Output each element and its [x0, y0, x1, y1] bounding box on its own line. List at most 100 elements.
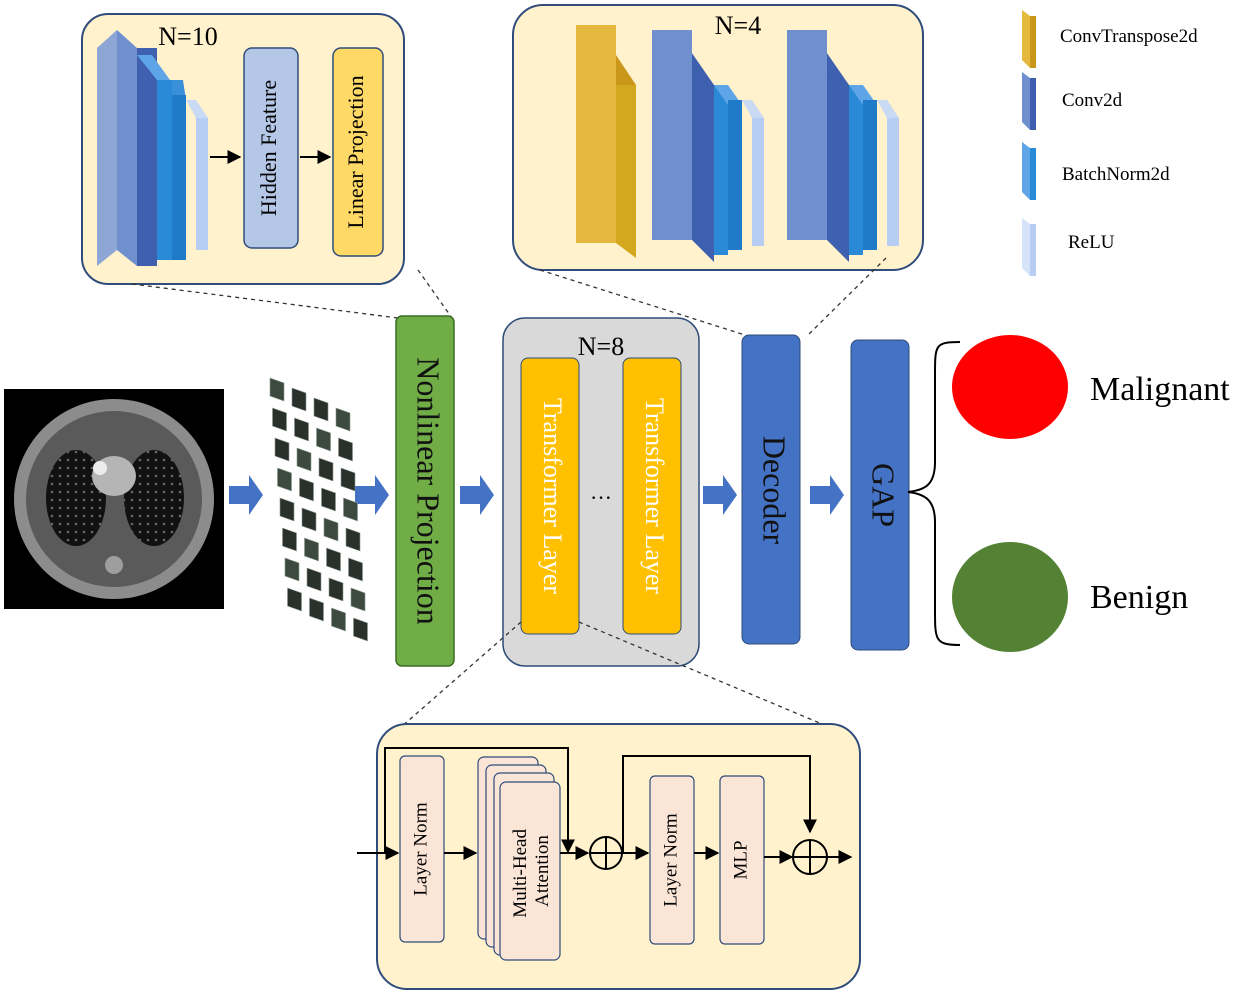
- encoder-conv-stack: [97, 30, 208, 266]
- image-patch: [326, 547, 341, 572]
- legend-item-batchnorm: BatchNorm2d: [1022, 142, 1170, 200]
- legend-swatch-conv2d-side: [1030, 78, 1036, 130]
- image-patch: [282, 527, 297, 552]
- hidden-feature-label: Hidden Feature: [256, 80, 281, 216]
- batchnorm-block: [849, 85, 863, 255]
- legend: ConvTranspose2d Conv2d BatchNorm2d ReLU: [1022, 10, 1198, 276]
- conv2d-block: [652, 30, 692, 240]
- image-patch: [331, 607, 346, 632]
- convtranspose-block-side: [616, 85, 636, 258]
- layer-norm-1-block: [399, 755, 445, 943]
- image-patch: [321, 487, 336, 512]
- legend-label-convtranspose: ConvTranspose2d: [1060, 26, 1198, 47]
- image-patch: [343, 497, 358, 522]
- image-patch: [277, 467, 292, 492]
- image-patch: [304, 537, 319, 562]
- image-patch: [299, 477, 314, 502]
- transformer-ellipsis: ···: [590, 485, 612, 510]
- image-patches-grid: [269, 377, 368, 642]
- legend-item-convtranspose: ConvTranspose2d: [1022, 10, 1198, 68]
- encoder-count-label: N=10: [158, 22, 217, 51]
- flow-arrow-3: [460, 475, 494, 515]
- decoder-block: [741, 334, 801, 645]
- conv2d-block: [117, 30, 137, 266]
- linear-projection-block: [332, 47, 384, 257]
- ct-spine: [105, 556, 123, 574]
- relu-block-top: [186, 100, 208, 118]
- convtranspose-block: [576, 25, 616, 243]
- legend-swatch-batchnorm-side: [1030, 148, 1036, 200]
- ct-scan-image: [4, 389, 224, 609]
- legend-label-relu: ReLU: [1068, 232, 1115, 253]
- attention-line-2: Attention: [532, 835, 553, 907]
- legend-label-batchnorm: BatchNorm2d: [1062, 164, 1170, 185]
- image-patch: [313, 397, 329, 422]
- decoder-count-label: N=4: [715, 11, 761, 40]
- layer-norm-2-block: [649, 775, 695, 945]
- image-patch: [348, 557, 363, 582]
- relu-block: [196, 118, 208, 250]
- ct-left-lung: [46, 450, 106, 546]
- legend-swatch-conv2d: [1022, 72, 1030, 130]
- image-patch: [269, 377, 285, 402]
- ct-vessel: [93, 461, 107, 475]
- benign-label: Benign: [1090, 579, 1188, 616]
- encoder-connector-left: [131, 283, 399, 319]
- image-patch: [301, 507, 317, 532]
- transformer-group: N=8 Transformer Layer ··· Transformer La…: [502, 317, 700, 667]
- conv2d-block-face: [137, 48, 157, 266]
- multi-head-attention-label: Multi-Head Attention: [510, 824, 553, 917]
- flow-arrow-4: [703, 475, 737, 515]
- detail-connector-right: [578, 621, 823, 725]
- batchnorm-block-face: [863, 100, 877, 250]
- malignant-circle: [952, 335, 1068, 439]
- transformer-layer-first-label: Transformer Layer: [538, 398, 567, 594]
- batchnorm-block: [157, 80, 172, 260]
- skip-connection-2: [622, 755, 817, 852]
- flow-arrow-1: [229, 475, 263, 515]
- conv2d-block-side: [97, 30, 117, 266]
- image-patch: [338, 437, 353, 462]
- mlp-label: MLP: [730, 840, 751, 879]
- image-patch: [274, 437, 290, 462]
- legend-label-conv2d: Conv2d: [1062, 90, 1123, 111]
- batchnorm-block-top: [137, 55, 170, 80]
- image-patch: [323, 517, 339, 542]
- image-patch: [350, 587, 366, 612]
- decoder-connector-right: [807, 257, 887, 336]
- batchnorm-block-face: [172, 95, 186, 260]
- batchnorm-block-face: [728, 100, 742, 250]
- image-patch: [309, 597, 324, 622]
- nonlinear-projection-block: [395, 315, 455, 667]
- image-patch: [296, 447, 312, 472]
- decoder-conv-group-1: [652, 30, 764, 262]
- image-patch: [318, 457, 334, 482]
- image-patch: [335, 407, 351, 432]
- relu-block-top: [877, 100, 899, 118]
- conv2d-block-side: [827, 75, 849, 262]
- encoder-inset: N=10 Hidden Feature Linear Projection: [81, 13, 405, 285]
- mlp-block: [719, 775, 765, 945]
- encoder-connector-right: [417, 269, 453, 319]
- image-patch: [287, 587, 302, 612]
- legend-swatch-convtranspose: [1022, 10, 1030, 68]
- transformer-detail-inset: Layer Norm Multi-Head Attention Layer No…: [357, 723, 861, 990]
- linear-projection-label: Linear Projection: [343, 75, 368, 228]
- image-patch: [294, 417, 309, 442]
- conv2d-block-side: [692, 75, 714, 262]
- layer-norm-1-label: Layer Norm: [410, 802, 431, 896]
- output-brace: [907, 341, 961, 646]
- image-patch: [316, 427, 331, 452]
- relu-block-top: [742, 100, 764, 118]
- benign-circle: [952, 542, 1068, 652]
- decoder-conv-group-2: [787, 30, 899, 262]
- flow-arrow-5: [810, 475, 844, 515]
- image-patch: [340, 467, 356, 492]
- image-patch: [272, 407, 287, 432]
- conv2d-block: [787, 30, 827, 240]
- image-patch: [353, 617, 368, 642]
- gap-block: [850, 339, 910, 651]
- transformer-layer-last-label: Transformer Layer: [640, 398, 669, 594]
- decoder-label: Decoder: [757, 436, 793, 545]
- legend-item-relu: ReLU: [1022, 218, 1115, 276]
